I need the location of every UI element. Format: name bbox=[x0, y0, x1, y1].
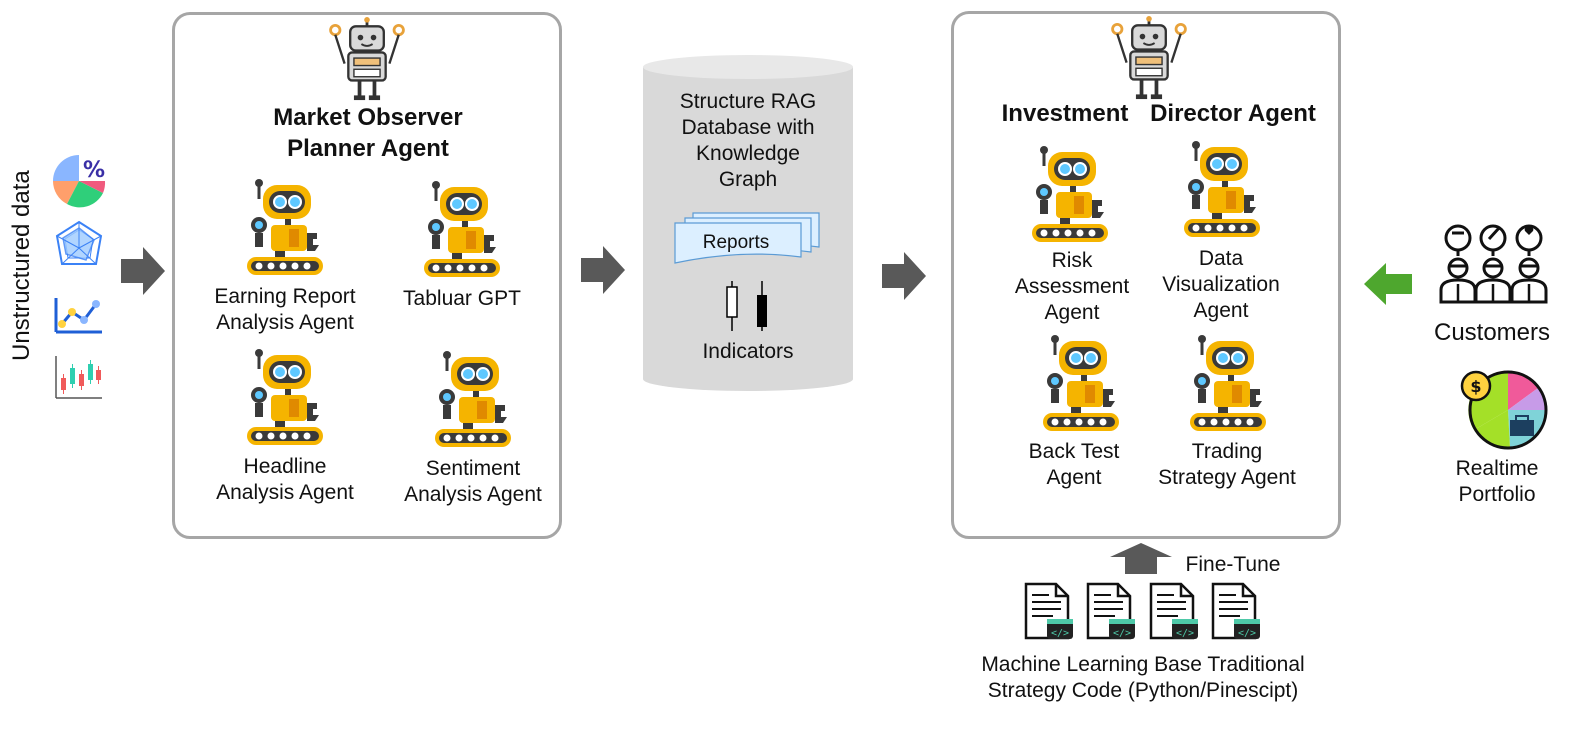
robot-icon bbox=[421, 179, 503, 279]
flow-arrow-1 bbox=[121, 247, 165, 295]
document-code-icon bbox=[1083, 581, 1137, 641]
reports-label: Reports bbox=[702, 232, 770, 253]
radar-chart-icon bbox=[55, 220, 103, 265]
svg-text:%: % bbox=[83, 158, 105, 183]
director-agent-title: Director Agent bbox=[1150, 100, 1316, 127]
indicators-label: Indicators bbox=[702, 340, 794, 363]
fine-tune-label: Fine-Tune bbox=[1185, 553, 1281, 576]
investment-title: Investment bbox=[1001, 100, 1129, 127]
line-chart-icon bbox=[54, 298, 102, 334]
flow-arrow-3 bbox=[882, 252, 926, 300]
candlestick-chart-icon bbox=[55, 356, 102, 399]
feedback-icons bbox=[1452, 226, 1534, 241]
document-code-icon bbox=[1208, 581, 1262, 641]
robot-icon bbox=[1029, 144, 1111, 244]
robot-icon bbox=[329, 17, 405, 101]
unstructured-data-label: Unstructured data bbox=[8, 170, 35, 361]
reports-stack-icon bbox=[674, 212, 820, 264]
robot-icon bbox=[244, 347, 326, 447]
portfolio-pie-icon: $ bbox=[1460, 370, 1548, 450]
indicator-candles-icon bbox=[726, 281, 767, 331]
robot-icon bbox=[1187, 333, 1269, 433]
market-observer-panel bbox=[172, 12, 562, 539]
robot-icon bbox=[432, 349, 514, 449]
tabluar-gpt-label: Tabluar GPT bbox=[403, 287, 521, 310]
fine-tune-up-arrow bbox=[1110, 543, 1172, 574]
market-observer-title-line2: Planner Agent bbox=[287, 135, 449, 162]
document-code-icon bbox=[1146, 581, 1200, 641]
robot-icon bbox=[1181, 139, 1263, 239]
pie-chart-icon: % bbox=[53, 155, 106, 208]
robot-icon bbox=[244, 177, 326, 277]
robot-icon bbox=[1040, 333, 1122, 433]
flow-arrow-2 bbox=[581, 246, 625, 294]
customers-label: Customers bbox=[1433, 319, 1551, 346]
market-observer-title-line1: Market Observer bbox=[273, 104, 463, 131]
robot-icon bbox=[1111, 16, 1187, 100]
green-arrow-left bbox=[1364, 263, 1412, 305]
svg-text:$: $ bbox=[1470, 377, 1481, 396]
document-code-icon bbox=[1021, 581, 1075, 641]
